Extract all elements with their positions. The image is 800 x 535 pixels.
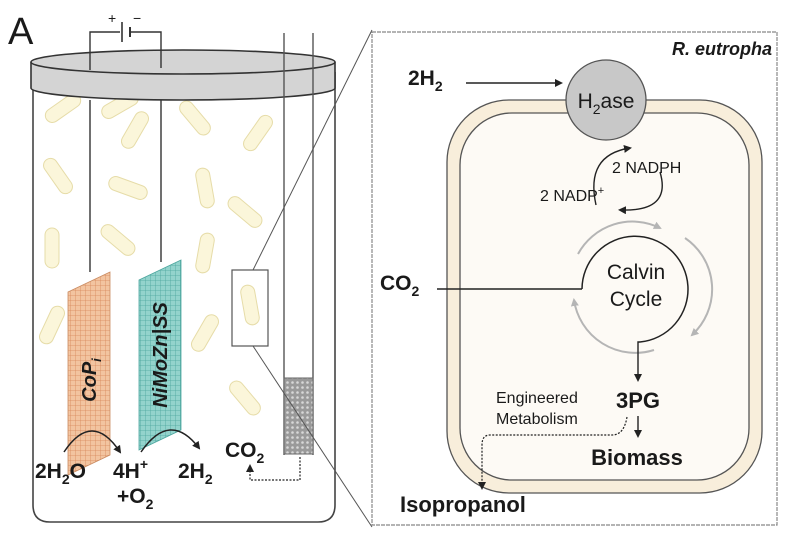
zoom-source-box xyxy=(231,269,269,347)
cycle-arrow-right xyxy=(684,237,714,337)
cycle-arrow-bottom xyxy=(570,298,655,354)
nadp-return-arrow xyxy=(618,171,663,215)
nadp-label: 2 NADP+ xyxy=(540,185,604,205)
oxygen-label: +O2 xyxy=(117,485,154,512)
hydrogenase-label: H2ase xyxy=(578,90,635,117)
cathode-electrode: NiMoZn|SS xyxy=(138,259,182,451)
water-oxidation-arrow xyxy=(63,430,122,454)
bacterium-rod xyxy=(121,111,149,149)
engineered-label-line1: Engineered xyxy=(496,390,578,407)
hydrogenase-enzyme xyxy=(565,59,647,141)
bacterium-rod xyxy=(44,227,60,269)
bacterium-rod xyxy=(227,196,263,228)
water-label: 2H2O xyxy=(35,460,86,487)
proton-reduction-arrow xyxy=(140,429,201,453)
anode-electrode: CoPi xyxy=(67,271,111,476)
bacterium-rod xyxy=(43,157,73,195)
bacterium-rod xyxy=(195,167,215,209)
calvin-cycle-loop xyxy=(581,235,689,343)
co2-input-label: CO2 xyxy=(380,272,420,299)
biomass-label: Biomass xyxy=(591,445,683,470)
proton-label: 4H+ xyxy=(113,456,148,483)
bacterium-rod xyxy=(179,100,211,136)
reactor-vessel: + − CoPi NiMoZn|SS 2H xyxy=(30,10,336,523)
cycle-arrow-top xyxy=(577,220,662,255)
bacterium-rod xyxy=(195,232,215,274)
zoom-connector-top xyxy=(252,29,373,271)
bacterium-rod xyxy=(100,224,136,256)
calvin-label-line2: Cycle xyxy=(610,288,663,311)
panel-label: A xyxy=(8,11,34,53)
zoom-connector-bottom xyxy=(252,345,373,528)
bacterium-rod xyxy=(108,176,148,200)
bacteria-cells xyxy=(39,91,273,416)
to-3pg-arrow xyxy=(634,341,642,382)
organism-name: R. eutropha xyxy=(672,39,772,59)
cell-detail-panel: R. eutropha 2H2 H2ase 2 NADPH 2 NADP+ CO… xyxy=(371,31,778,526)
bacterium-rod xyxy=(191,314,219,352)
battery-minus-sign: − xyxy=(133,10,141,26)
bacterium-rod xyxy=(243,114,273,152)
anode-label: CoPi xyxy=(79,358,104,402)
co2-gas-label: CO2 xyxy=(225,439,265,466)
vessel-lid xyxy=(30,49,336,101)
bacterium-rod xyxy=(229,380,261,416)
engineered-label-line2: Metabolism xyxy=(496,411,578,428)
isopropanol-label: Isopropanol xyxy=(400,492,526,517)
nadph-label: 2 NADPH xyxy=(612,160,681,177)
nadph-regeneration-arrow xyxy=(593,144,632,206)
bacterium-rod xyxy=(240,284,260,326)
power-supply: + − xyxy=(89,10,162,70)
3pg-label: 3PG xyxy=(616,388,660,413)
battery-plus-sign: + xyxy=(108,10,116,26)
co2-flow-arrow xyxy=(246,457,301,481)
engineered-pathway-arrow xyxy=(478,416,628,490)
cathode-label: NiMoZn|SS xyxy=(150,302,172,408)
hydrogen-label: 2H2 xyxy=(178,460,213,487)
bacterium-rod xyxy=(39,305,65,345)
calvin-label-line1: Calvin xyxy=(607,261,665,284)
h2-input-label: 2H2 xyxy=(408,67,443,94)
